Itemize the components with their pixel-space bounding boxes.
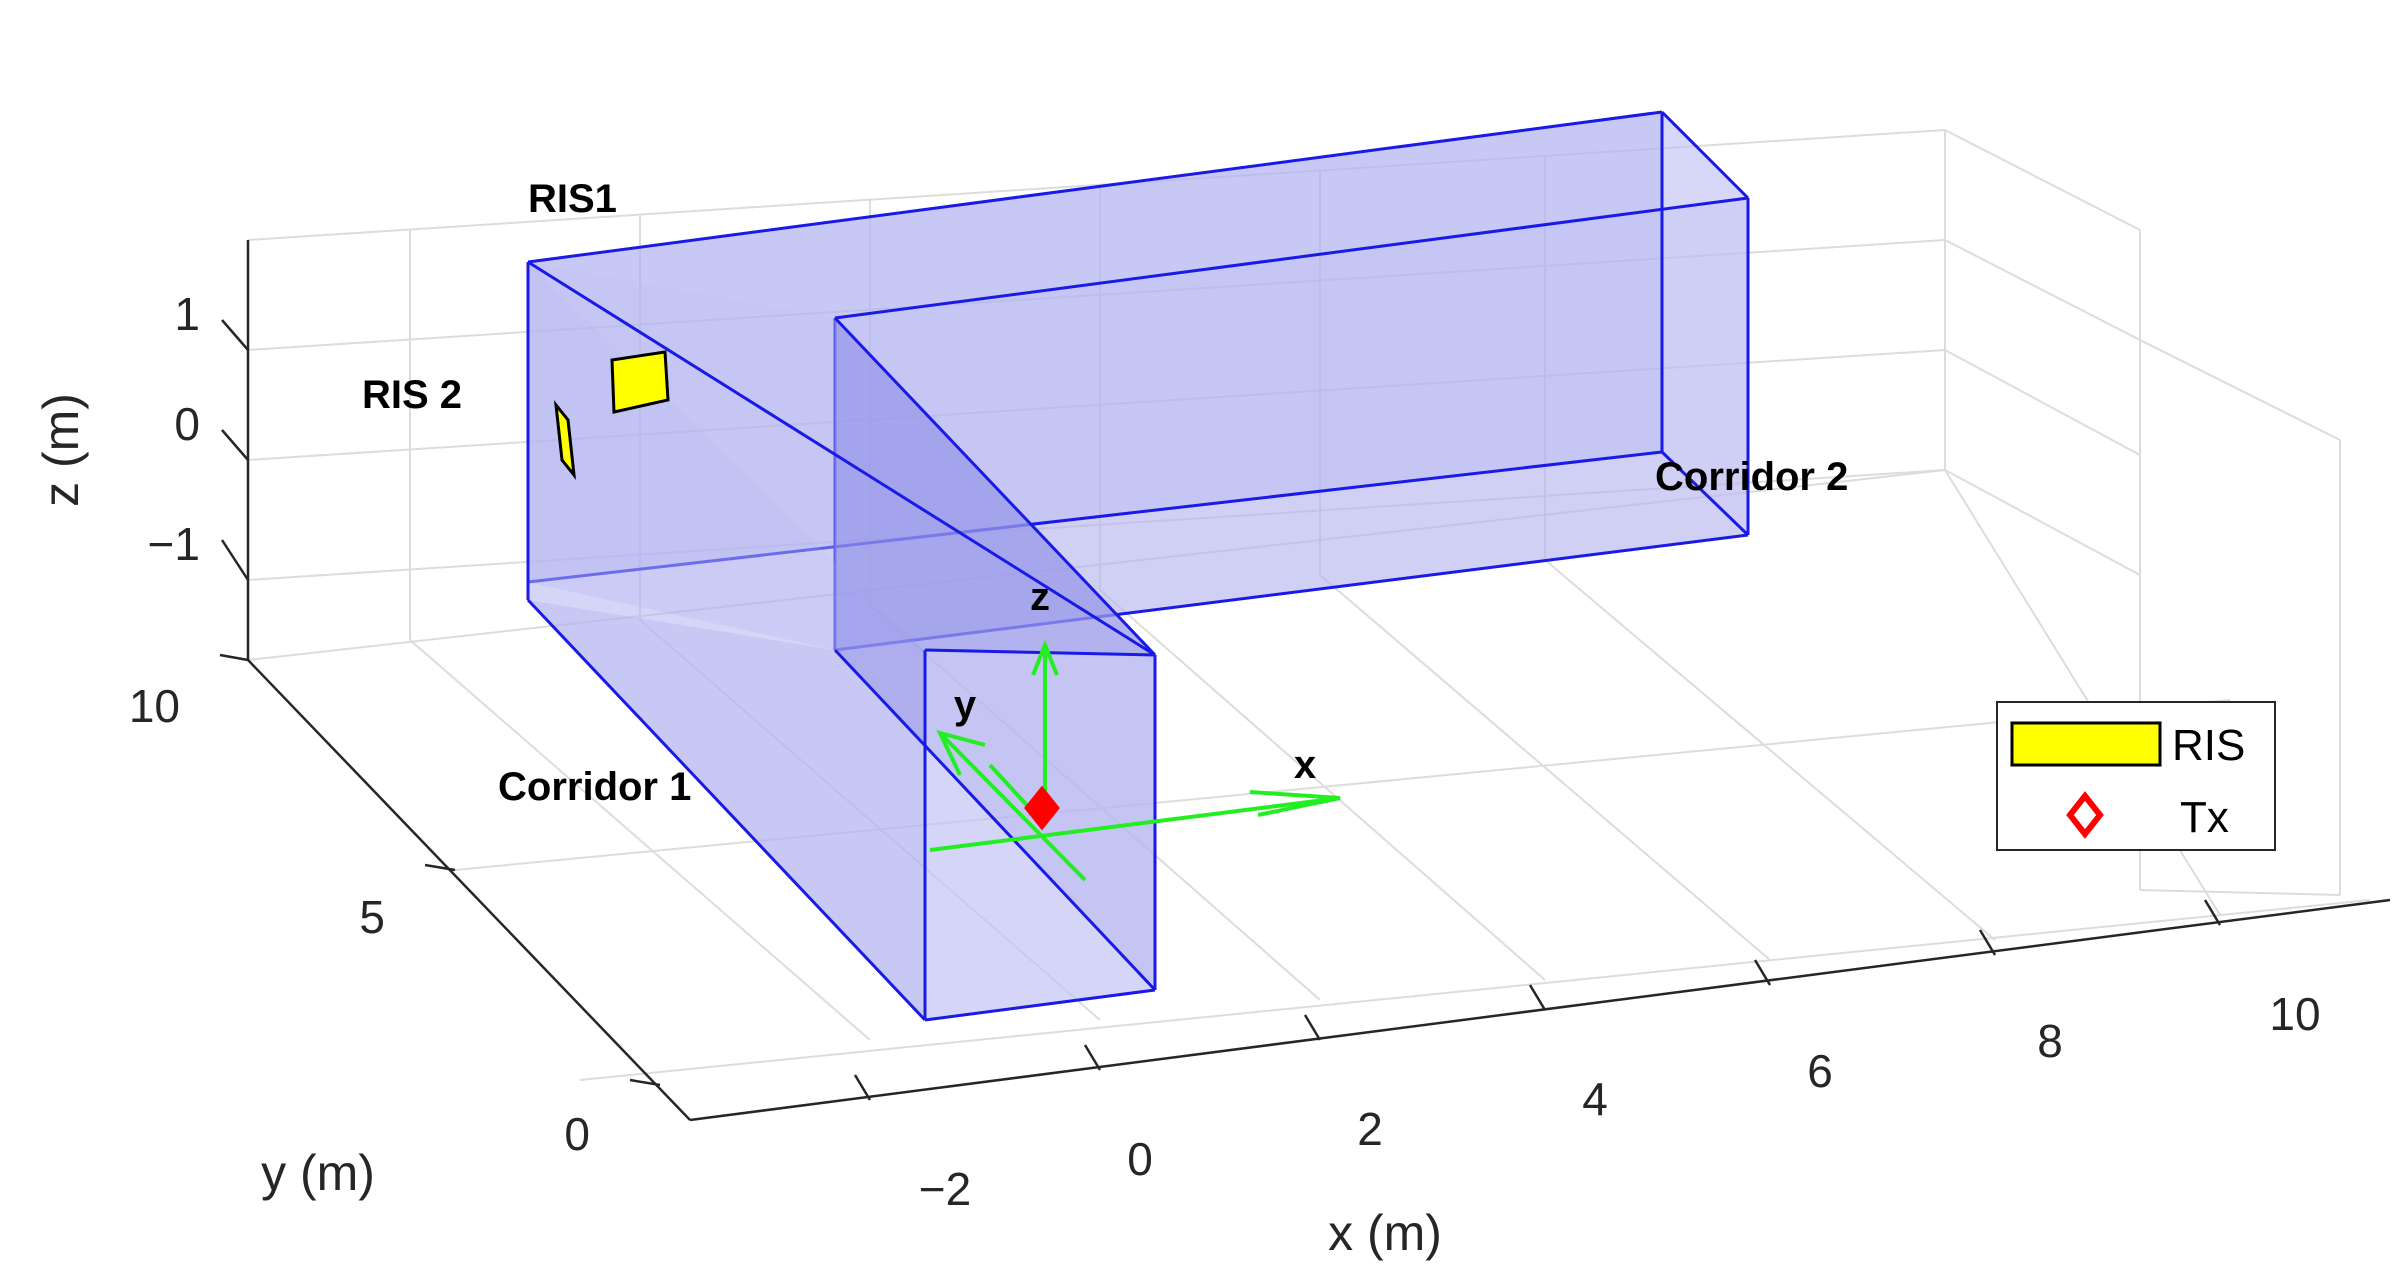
corridor1-annotation: Corridor 1 <box>498 765 691 809</box>
x-tick-label: 10 <box>2269 988 2320 1040</box>
legend-ris-swatch <box>2010 721 2162 767</box>
x-tick-label: 6 <box>1807 1045 1833 1097</box>
legend-ris-label: RIS <box>2172 721 2245 770</box>
z-tick-labels: 1 0 −1 <box>148 288 200 570</box>
x-tick-label: 2 <box>1357 1103 1383 1155</box>
corridor-1-box <box>526 260 1157 1022</box>
z-tick-label: −1 <box>148 518 200 570</box>
legend-tx-marker <box>2066 791 2104 839</box>
local-axis-x-label: x <box>1294 743 1316 787</box>
legend-tx-label: Tx <box>2180 793 2229 842</box>
legend: RIS Tx <box>1996 701 2276 851</box>
tx-marker <box>1024 785 1060 831</box>
x-axis-label: x (m) <box>1328 1205 1442 1261</box>
local-axis-y-label: y <box>954 683 977 727</box>
ris-1-panel <box>610 350 670 414</box>
x-tick-label: 8 <box>2037 1015 2063 1067</box>
x-tick-label: 4 <box>1582 1073 1608 1125</box>
ris1-annotation: RIS1 <box>528 177 617 221</box>
x-tick-label: 0 <box>1127 1133 1153 1185</box>
local-axes <box>929 639 1341 882</box>
tick-marks <box>219 319 2222 1101</box>
x-tick-labels: −2 0 2 4 6 8 10 <box>919 988 2321 1215</box>
corridor2-annotation: Corridor 2 <box>1655 455 1848 499</box>
local-axis-labels: z x y <box>954 575 1316 787</box>
ris-2-panel <box>553 400 577 480</box>
local-axis-z-label: z <box>1030 575 1050 619</box>
x-tick-label: −2 <box>919 1163 971 1215</box>
y-axis-label: y (m) <box>261 1145 375 1201</box>
z-tick-label: 1 <box>174 288 200 340</box>
y-tick-label: 5 <box>359 891 385 943</box>
ris2-annotation: RIS 2 <box>362 373 462 417</box>
y-tick-label: 10 <box>129 680 180 732</box>
y-tick-label: 0 <box>564 1108 590 1160</box>
y-tick-labels: 10 5 0 <box>129 680 590 1160</box>
z-tick-label: 0 <box>174 398 200 450</box>
axis-lines <box>246 240 2391 1122</box>
z-axis-label: z (m) <box>33 393 89 507</box>
